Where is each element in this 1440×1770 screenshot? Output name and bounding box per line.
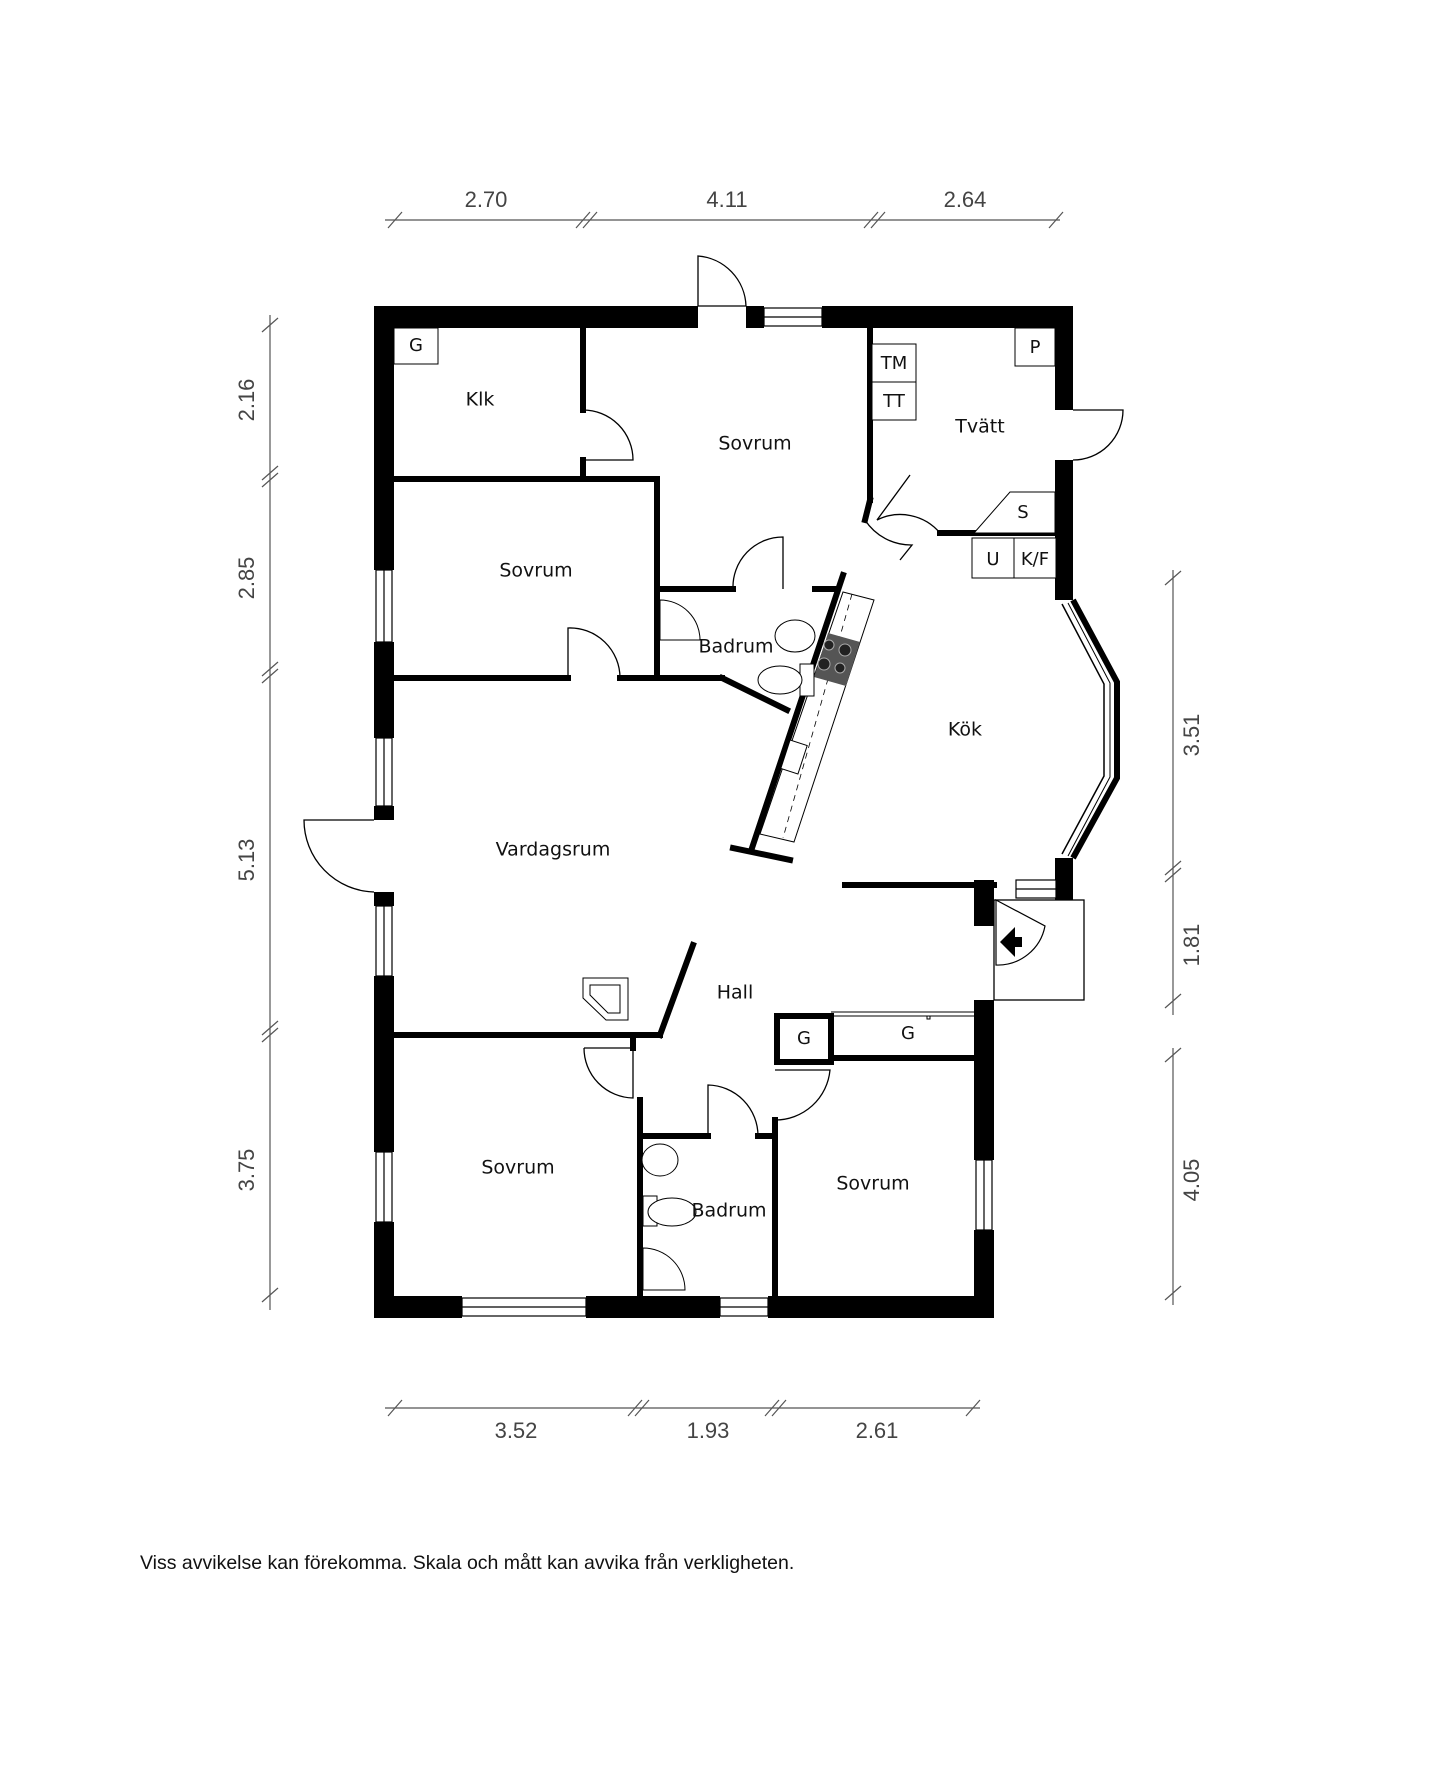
dimension-label: 3.51 xyxy=(1179,714,1204,757)
fixture-label: K/F xyxy=(1021,549,1049,570)
room-label-hall: Hall xyxy=(717,982,754,1004)
interior-walls xyxy=(391,325,1061,1299)
toilet-icon xyxy=(647,1197,697,1227)
room-label-sovrum: Sovrum xyxy=(499,560,572,582)
fixture-label: G xyxy=(409,335,423,356)
room-label-badrum: Badrum xyxy=(698,636,773,658)
stove-icon xyxy=(823,639,835,651)
dimension-label: 3.52 xyxy=(495,1418,538,1443)
dimension-label: 2.61 xyxy=(856,1418,899,1443)
shower-icon xyxy=(659,599,701,641)
doors xyxy=(303,255,1124,1137)
bay-window xyxy=(1061,598,1120,860)
kitchen-counter xyxy=(759,591,875,843)
sink-icon xyxy=(780,739,808,775)
room-label-sovrum: Sovrum xyxy=(718,433,791,455)
dimension-label: 2.70 xyxy=(465,187,508,212)
room-label-sovrum: Sovrum xyxy=(481,1157,554,1179)
sink-icon xyxy=(641,1143,679,1177)
fixture-label: G xyxy=(797,1028,811,1049)
fixture-label: P xyxy=(1030,337,1041,358)
bathroom-fixtures xyxy=(641,599,816,1291)
stove-icon xyxy=(834,662,846,674)
stove-icon xyxy=(817,657,831,671)
stove-icon xyxy=(838,643,852,657)
dimension-label: 4.05 xyxy=(1179,1159,1204,1202)
fixture-label: G xyxy=(901,1023,915,1044)
toilet-icon xyxy=(757,665,803,695)
room-label-sovrum: Sovrum xyxy=(836,1173,909,1195)
fixture-boxes xyxy=(393,327,1057,1020)
dimension-label: 4.11 xyxy=(706,187,747,212)
exterior-walls xyxy=(374,306,1073,1318)
fixture-label: TT xyxy=(882,391,906,412)
sink-icon xyxy=(774,619,816,653)
dimension-label: 5.13 xyxy=(234,839,259,882)
dimension-lines xyxy=(261,211,1182,1417)
room-label-kok: Kök xyxy=(948,719,982,741)
dimension-label: 2.85 xyxy=(234,557,259,600)
shower-icon xyxy=(642,1247,686,1291)
fireplace-icon xyxy=(582,977,629,1021)
dimension-label: 2.64 xyxy=(944,187,987,212)
dimension-label: 3.75 xyxy=(234,1149,259,1192)
entrance-arrow-icon xyxy=(995,899,1046,966)
room-label-vardagsrum: Vardagsrum xyxy=(496,839,611,861)
disclaimer-text: Viss avvikelse kan förekomma. Skala och … xyxy=(140,1552,795,1574)
fixture-label: U xyxy=(986,549,999,570)
room-label-klk: Klk xyxy=(466,389,495,411)
closet-outline xyxy=(831,1011,974,1017)
dimension-label: 1.81 xyxy=(1179,924,1204,967)
dimension-label: 1.93 xyxy=(687,1418,730,1443)
fixture-label: TM xyxy=(880,353,908,374)
windows xyxy=(375,307,1057,1317)
room-label-badrum: Badrum xyxy=(691,1200,766,1222)
dimension-label: 2.16 xyxy=(234,379,259,422)
room-label-tvatt: Tvätt xyxy=(954,416,1004,438)
fixture-label: S xyxy=(1017,502,1028,523)
